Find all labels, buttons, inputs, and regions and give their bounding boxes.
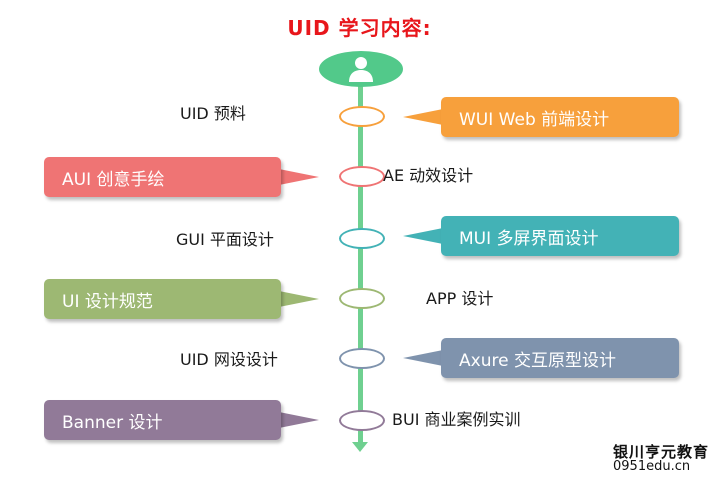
right-label-1: AE 动效设计 [383, 166, 474, 185]
left-label-2: GUI 平面设计 [176, 230, 274, 249]
brand-site: 0951edu.cn [613, 459, 691, 474]
left-label-3: UID 网设设计 [180, 350, 278, 369]
callout-text: WUI Web 前端设计 [459, 109, 610, 130]
callout-box [44, 157, 281, 197]
callout-tail [403, 350, 443, 366]
callout-tail [279, 291, 319, 307]
timeline-node-2 [339, 166, 385, 187]
callout-right-2: MUI 多屏界面设计 [403, 216, 679, 256]
timeline-node-6 [339, 410, 385, 431]
callout-text: AUI 创意手绘 [62, 169, 165, 190]
right-label-3: BUI 商业案例实训 [392, 410, 521, 429]
timeline-node-3 [339, 228, 385, 249]
callout-box [441, 97, 679, 137]
callout-tail [403, 228, 443, 244]
callout-box [44, 400, 281, 440]
callout-left-3: Banner 设计 [44, 400, 319, 440]
timeline-line [358, 76, 363, 442]
callout-text: Banner 设计 [62, 412, 163, 433]
left-label-1: UID 预料 [180, 104, 246, 123]
timeline-node-5 [339, 348, 385, 369]
timeline-node-1 [339, 106, 385, 127]
callout-tail [403, 109, 443, 125]
diagram-title: UID 学习内容: [287, 16, 432, 40]
user-avatar-icon [349, 57, 373, 82]
right-label-2: APP 设计 [426, 289, 494, 308]
timeline-arrow-head [352, 442, 368, 452]
callout-text: MUI 多屏界面设计 [459, 228, 599, 249]
callout-right-1: WUI Web 前端设计 [403, 97, 679, 137]
brand-name: 银川亨元教育 [613, 443, 710, 461]
callout-box [44, 279, 281, 319]
timeline-node-4 [339, 288, 385, 309]
callout-right-3: Axure 交互原型设计 [403, 338, 679, 378]
callout-left-2: UI 设计规范 [44, 279, 319, 319]
callout-left-1: AUI 创意手绘 [44, 157, 319, 197]
callout-box [441, 338, 679, 378]
avatar-node [319, 51, 403, 87]
callout-text: Axure 交互原型设计 [459, 350, 616, 371]
callout-box [441, 216, 679, 256]
callout-tail [279, 169, 319, 185]
callout-tail [279, 412, 319, 428]
callout-text: UI 设计规范 [62, 291, 153, 312]
